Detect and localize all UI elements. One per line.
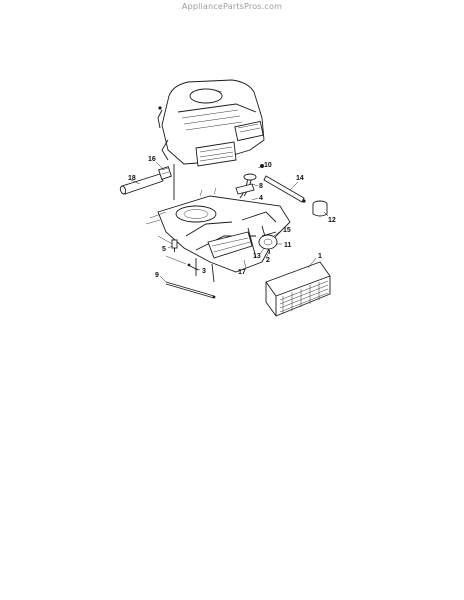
- part-1-grille: [265, 261, 331, 317]
- engine: [157, 79, 265, 200]
- callout-2: 2: [266, 257, 270, 264]
- part-12-bushing: [312, 200, 328, 217]
- callout-3: 3: [202, 268, 206, 275]
- part-14-shaft: [263, 175, 306, 203]
- callout-15: 15: [283, 227, 291, 234]
- watermark: AppliancePartsPros.com: [181, 2, 283, 11]
- callout-1: 1: [318, 253, 322, 260]
- dipstick-tube: [235, 173, 257, 199]
- callout-9: 9: [155, 272, 159, 279]
- part-9-rod: [165, 281, 216, 299]
- part-5-bolt: [171, 239, 178, 252]
- callout-labels: 18 16 10 8 14 12 4 15 11 13 2 17 1 5 3 9: [128, 156, 336, 279]
- callout-11: 11: [284, 242, 292, 249]
- callout-17: 17: [238, 269, 246, 276]
- leader-lines: [130, 161, 329, 283]
- part-16-fitting: [158, 166, 172, 180]
- part-15-pulley: [258, 231, 278, 250]
- callout-18: 18: [128, 175, 136, 182]
- callout-12: 12: [328, 217, 336, 224]
- callout-13: 13: [253, 253, 261, 260]
- callout-5: 5: [162, 246, 166, 253]
- callout-10: 10: [264, 162, 272, 169]
- callout-8: 8: [259, 183, 263, 190]
- callout-4: 4: [259, 195, 263, 202]
- part-18-tube: [119, 173, 164, 195]
- callout-16: 16: [148, 156, 156, 163]
- callout-14: 14: [296, 175, 304, 182]
